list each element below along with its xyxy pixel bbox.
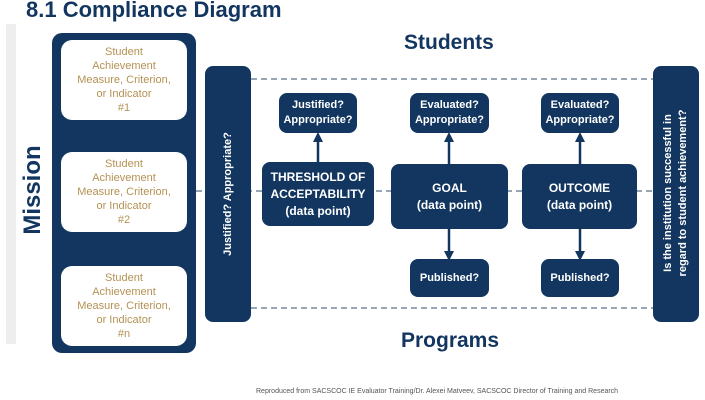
measure-2-line1: Student xyxy=(105,158,143,170)
goal-published: Published? xyxy=(419,271,480,284)
left-accent-bar xyxy=(6,24,16,344)
students-heading: Students xyxy=(404,31,494,54)
threshold-line3: (data point) xyxy=(285,203,351,218)
measure-1-line1: Student xyxy=(105,46,143,58)
outcome-question1: Evaluated? xyxy=(550,99,610,111)
measure-1-line5: #1 xyxy=(117,102,131,114)
measure-box-2: Student Achievement Measure, Criterion, … xyxy=(61,152,187,232)
programs-heading: Programs xyxy=(401,329,500,352)
threshold-line2: ACCEPTABILITY xyxy=(270,186,366,201)
goal-box: GOAL (data point) xyxy=(391,164,508,229)
measure-n-line1: Student xyxy=(105,272,143,284)
outcome-line2: (data point) xyxy=(546,197,613,212)
footer-credit: Reproduced from SACSCOC IE Evaluator Tra… xyxy=(256,388,619,395)
measure-n-line3: Measure, Criterion, xyxy=(77,300,171,312)
institution-success-line2: regard to student achievement? xyxy=(677,109,689,277)
justified-appropriate-label: Justified? Appropriate? xyxy=(222,132,234,256)
outcome-published-box: Published? xyxy=(541,259,619,297)
goal-line1: GOAL xyxy=(432,180,467,195)
measure-box-1: Student Achievement Measure, Criterion, … xyxy=(61,40,187,120)
outcome-question-box: Evaluated? Appropriate? xyxy=(541,93,619,133)
outcome-published: Published? xyxy=(550,271,610,284)
institution-success-line1: Is the institution successful in xyxy=(662,114,674,272)
outcome-line1: OUTCOME xyxy=(548,180,611,195)
institution-success-label: Is the institution successful in regard … xyxy=(661,110,691,277)
measure-1-line3: Measure, Criterion, xyxy=(77,74,171,86)
institution-success-bar xyxy=(653,66,699,322)
goal-line2: (data point) xyxy=(416,197,483,212)
measure-2-line2: Achievement xyxy=(92,172,156,184)
outcome-box: OUTCOME (data point) xyxy=(522,164,637,229)
measure-n-line4: or Indicator xyxy=(96,314,152,326)
outcome-question2: Appropriate? xyxy=(545,114,615,126)
measure-2-line4: or Indicator xyxy=(96,200,152,212)
page-title: 8.1 Compliance Diagram xyxy=(26,0,282,22)
measure-n-line5: #n xyxy=(117,328,131,340)
measure-2-line5: #2 xyxy=(117,214,131,226)
goal-question1: Evaluated? xyxy=(420,99,479,111)
threshold-box: THRESHOLD OF ACCEPTABILITY (data point) xyxy=(262,162,374,226)
threshold-question1: Justified? xyxy=(292,99,344,111)
goal-question2: Appropriate? xyxy=(414,114,485,126)
justified-appropriate-bar xyxy=(205,66,251,322)
goal-question-box: Evaluated? Appropriate? xyxy=(410,93,489,133)
threshold-question2: Appropriate? xyxy=(283,114,353,126)
goal-published-box: Published? xyxy=(410,259,489,297)
threshold-line1: THRESHOLD OF xyxy=(270,169,366,184)
measure-box-n: Student Achievement Measure, Criterion, … xyxy=(61,266,187,346)
threshold-question-box: Justified? Appropriate? xyxy=(279,93,357,133)
measure-n-line2: Achievement xyxy=(92,286,156,298)
measure-1-line2: Achievement xyxy=(92,60,156,72)
measure-2-line3: Measure, Criterion, xyxy=(77,186,171,198)
measure-1-line4: or Indicator xyxy=(96,88,152,100)
